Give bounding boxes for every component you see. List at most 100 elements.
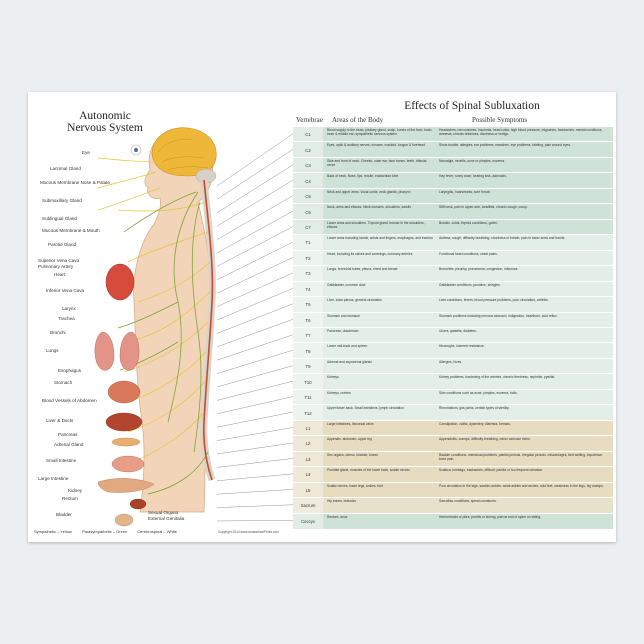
kidney xyxy=(129,498,147,510)
organ-label-heart: Heart xyxy=(54,272,66,277)
leader-line xyxy=(216,380,294,401)
area-cell: Sciatic nerves, lower legs, ankles, feet xyxy=(327,483,383,488)
symptoms-cell: Hay fever, runny nose, hearing loss, ade… xyxy=(439,174,507,179)
area-cell: Upper/lower back. Small intestines, lymp… xyxy=(327,406,404,411)
vertebra-cell-bg xyxy=(293,188,323,205)
area-cell: Lower arms and shoulders. Thyroid gland,… xyxy=(327,220,425,229)
vertebra-cell: T6 xyxy=(305,317,311,323)
vertebra-cell-bg xyxy=(293,420,323,437)
area-cell: Eyes, optic & auditory nerves, sinuses, … xyxy=(327,143,426,148)
vertebra-cell-bg xyxy=(293,405,323,421)
organ-label-genitalia: External Genitalia xyxy=(148,516,185,521)
leader-line xyxy=(216,149,294,200)
vertebra-cell: L5 xyxy=(305,487,311,493)
vertebra-cell: T10 xyxy=(304,379,312,385)
leader-line xyxy=(216,473,294,481)
area-cell: Neck, arms and elbows. Neck muscles, sho… xyxy=(327,205,411,210)
vertebra-cell: T8 xyxy=(305,348,311,354)
vertebra-cell: T9 xyxy=(305,364,311,370)
legend-cerebrospinal: Cerebrospinal – White xyxy=(137,529,177,534)
header-symptoms: Possible Symptoms xyxy=(472,116,528,124)
organ-label-rectum: Rectum xyxy=(62,496,78,501)
table-row: T1 Lower arms including hands, wrists and… xyxy=(293,234,613,251)
organ-label-lungs: Lungs xyxy=(46,348,59,353)
leader-line xyxy=(216,427,294,441)
subluxation-title: Effects of Spinal Subluxation xyxy=(404,100,540,112)
area-cell: Lungs, bronchial tubes, pleura, chest an… xyxy=(327,267,398,272)
table-row: T12 Upper/lower back. Small intestines, l… xyxy=(293,404,613,421)
leader-line xyxy=(216,179,294,227)
vertebra-cell: T2 xyxy=(305,255,311,261)
area-cell: Stomach and stomach xyxy=(327,313,360,318)
leader-line xyxy=(216,272,294,307)
vertebra-cell: L1 xyxy=(305,425,311,431)
vertebra-cell: T3 xyxy=(305,271,311,277)
heart xyxy=(105,263,135,301)
leader-line xyxy=(216,210,294,254)
leader-line xyxy=(216,241,294,280)
organ-label-esophagus: Esophagus xyxy=(58,368,81,373)
symptoms-cell: Liver conditions, fevers, blood pressure… xyxy=(439,298,549,303)
organ-label-trachea: Trachea xyxy=(58,316,75,321)
leader-line xyxy=(216,411,294,428)
symptoms-cell: Bursitis, colds, thyroid conditions, goi… xyxy=(439,220,498,225)
organ-label-blood-vessels: Blood Vessels of Abdomen xyxy=(42,398,97,403)
vertebra-cell-bg xyxy=(293,482,323,499)
vertebra-cell-bg xyxy=(293,235,323,251)
leader-line xyxy=(216,489,294,495)
organ-label-submaxillary: Submaxillary Gland xyxy=(42,198,82,203)
stomach xyxy=(107,380,141,404)
copyright: Copyright 2014 www.AnatomicalPrints.com xyxy=(218,530,279,534)
organ-label-svc: Superior Vena Cava xyxy=(38,258,80,263)
leader-line xyxy=(216,288,294,321)
leader-line xyxy=(216,303,294,334)
symptoms-cell: Asthma, cough, difficulty breathing, sho… xyxy=(439,236,566,241)
bladder xyxy=(114,513,134,527)
legend-parasympathetic: Parasympathetic – Green xyxy=(81,529,128,534)
leader-line xyxy=(216,442,294,455)
vertebra-cell-bg xyxy=(293,513,323,529)
small-intestine xyxy=(111,455,145,473)
organ-label-bladder: Bladder xyxy=(56,512,72,517)
symptoms-cell: Skin conditions such as acne, pimples, e… xyxy=(439,390,518,395)
vertebra-cell: C6 xyxy=(305,209,311,215)
vertebra-cell-bg xyxy=(293,219,323,236)
area-cell: Neck and upper arms. Vocal cords, neck g… xyxy=(327,189,411,194)
large-intestine xyxy=(97,478,155,493)
vertebra-cell: T1 xyxy=(305,240,311,246)
vertebra-cell: C3 xyxy=(305,163,311,169)
vertebra-cell-bg xyxy=(293,281,323,298)
vertebra-cell: T12 xyxy=(304,410,312,416)
brain xyxy=(151,127,217,177)
symptoms-cell: Sciatica, lumbago, backaches, difficult,… xyxy=(439,468,544,473)
area-cell: Lower mid-back and spleen xyxy=(327,344,368,349)
leader-line xyxy=(216,195,294,240)
symptoms-cell: Bronchitis, pleurisy, pneumonia, congest… xyxy=(439,267,519,272)
area-cell: Lower arms including hands, wrists and f… xyxy=(327,236,433,241)
symptoms-cell: Appendicitis, cramps, difficulty breathi… xyxy=(439,437,531,442)
vertebra-cell: Sacrum xyxy=(300,503,316,509)
organ-label-kidney: Kidney xyxy=(68,488,83,493)
table-row: C6 Neck, arms and elbows. Neck muscles, s… xyxy=(293,203,613,220)
organ-label-large-intestine: Large Intestine xyxy=(38,476,69,481)
leader-line xyxy=(216,396,294,414)
organ-label-sexual-organs: Sexual Organs xyxy=(148,510,179,515)
symptoms-cell: Stomach problems including nervous stoma… xyxy=(439,313,558,318)
symptoms-cell: Laryngitis, hoarseness, sore throat. xyxy=(439,189,491,194)
vertebra-cell: L2 xyxy=(305,441,311,447)
organ-label-stomach: Stomach xyxy=(54,380,73,385)
vertebra-cell-bg xyxy=(293,327,323,344)
table-row: L5 Sciatic nerves, lower legs, ankles, fe… xyxy=(293,481,613,499)
ans-title-line1: Autonomic xyxy=(79,110,131,122)
